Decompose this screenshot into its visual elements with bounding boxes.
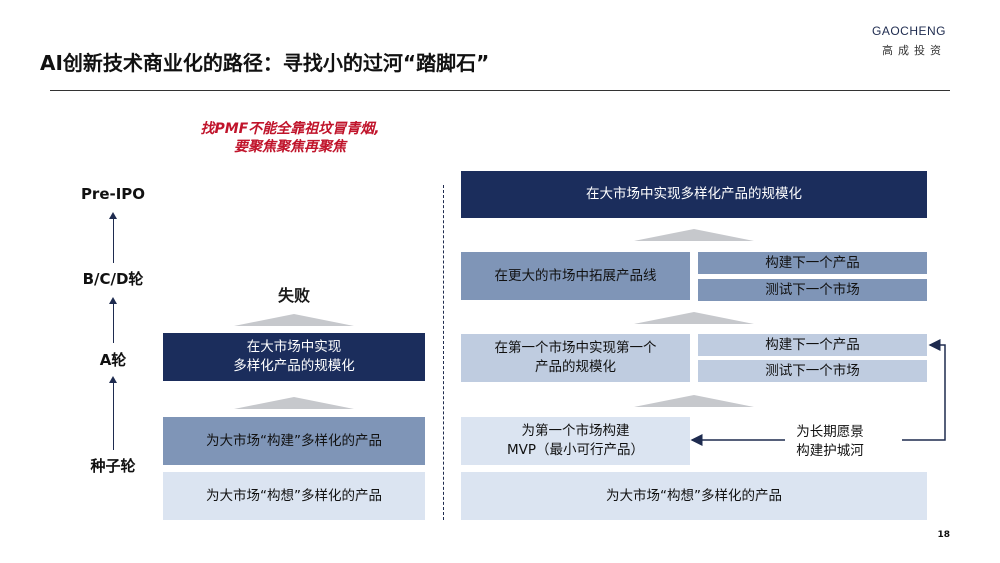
step-up-triangle-icon (634, 229, 754, 241)
first-market-scale-line-1: 在第一个市场中实现第一个 (494, 340, 657, 356)
stage-pre-ipo: Pre-IPO (80, 185, 146, 203)
tagline-line-2: 要聚焦聚焦再聚焦 (234, 139, 346, 155)
moat-vision-line-2: 构建护城河 (796, 443, 864, 459)
brand-logo-en: GAOCHENG (871, 24, 946, 38)
column-divider (443, 185, 444, 520)
axis-line (113, 382, 114, 450)
mvp-line-2: MVP（最小可行产品） (506, 442, 645, 458)
build-next-product-box: 构建下一个产品 (698, 334, 927, 356)
moat-vision-text: 为长期愿景 构建护城河 (760, 423, 900, 461)
left-scale-line-2: 多样化产品的规模化 (233, 358, 355, 374)
tagline: 找PMF不能全靠祖坟冒青烟, 要聚焦聚焦再聚焦 (140, 120, 440, 156)
axis-arrow-up-icon (109, 212, 117, 219)
test-next-market-box: 测试下一个市场 (698, 360, 927, 382)
fail-label: 失败 (277, 286, 310, 305)
moat-vision-line-1: 为长期愿景 (796, 424, 864, 440)
axis-line (113, 218, 114, 263)
left-scale-box: 在大市场中实现 多样化产品的规模化 (163, 333, 425, 381)
left-scale-line-1: 在大市场中实现 (246, 339, 342, 355)
axis-arrow-up-icon (109, 376, 117, 383)
vision-loop-arrow-icon (902, 339, 946, 441)
left-build-box: 为大市场“构建”多样化的产品 (163, 417, 425, 465)
expand-product-line-box: 在更大的市场中拓展产品线 (461, 252, 690, 300)
mvp-line-1: 为第一个市场构建 (521, 423, 630, 439)
test-next-market-box: 测试下一个市场 (698, 279, 927, 301)
brand-logo-cn: 高成投资 (882, 44, 946, 57)
step-up-triangle-icon (634, 395, 754, 407)
tagline-line-1: 找PMF不能全靠祖坟冒青烟, (200, 121, 380, 137)
axis-line (113, 303, 114, 343)
page-number: 18 (937, 530, 950, 540)
left-ideate-box: 为大市场“构想”多样化的产品 (163, 472, 425, 520)
first-market-scale-box: 在第一个市场中实现第一个 产品的规模化 (461, 334, 690, 382)
step-up-triangle-icon (234, 314, 354, 326)
step-up-triangle-icon (634, 312, 754, 324)
first-market-scale-line-2: 产品的规模化 (535, 359, 616, 375)
build-next-product-box: 构建下一个产品 (698, 252, 927, 274)
right-ideate-box: 为大市场“构想”多样化的产品 (461, 472, 927, 520)
axis-arrow-up-icon (109, 297, 117, 304)
stage-seed: 种子轮 (90, 457, 136, 475)
stage-a: A轮 (99, 351, 127, 369)
mvp-box: 为第一个市场构建 MVP（最小可行产品） (461, 417, 690, 465)
step-up-triangle-icon (234, 397, 354, 409)
slide-title: AI创新技术商业化的路径：寻找小的过河“踏脚石” (40, 51, 490, 75)
stage-bcd: B/C/D轮 (82, 270, 144, 288)
title-rule (50, 90, 950, 91)
right-scale-box: 在大市场中实现多样化产品的规模化 (461, 171, 927, 218)
